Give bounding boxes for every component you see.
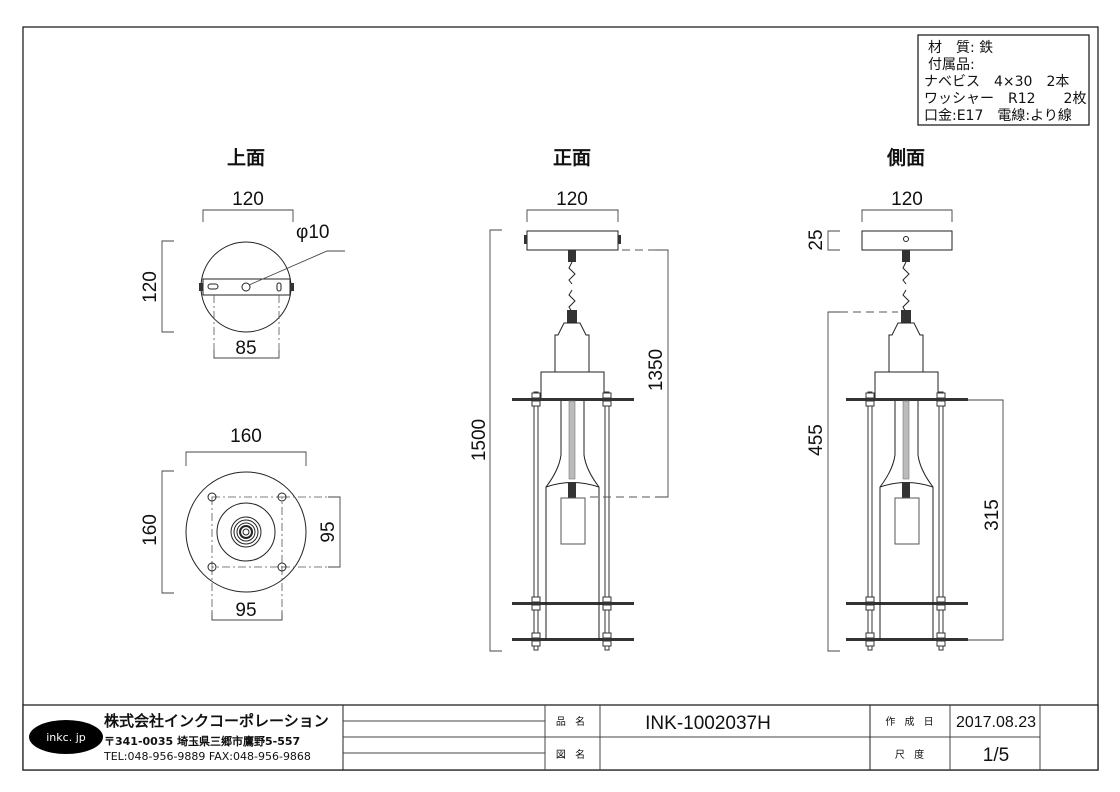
dim-total-height: 1500	[469, 419, 490, 461]
dim-base-width: 160	[230, 426, 262, 447]
top-view-canopy: 120 120 85 φ10	[140, 189, 345, 359]
company-address: 〒341-0035 埼玉県三郷市鷹野5-557	[104, 734, 300, 748]
company-logo	[29, 720, 103, 754]
dim-hole-diameter: φ10	[296, 222, 329, 243]
product-label: 品 名	[556, 715, 588, 728]
dim-hole-pitch: 85	[235, 338, 256, 359]
dim-side-canopy-width: 120	[891, 189, 923, 210]
side-view: 120 25 455 315	[806, 189, 1004, 652]
dim-canopy-thickness: 25	[806, 229, 827, 250]
drawing-name-label: 図 名	[556, 748, 588, 761]
spec-line: ワッシャー R12 2枚	[924, 91, 1086, 107]
title-block: inkc. jp 株式会社インクコーポレーション 〒341-0035 埼玉県三郷…	[22, 704, 1099, 771]
front-view-title: 正面	[553, 147, 591, 169]
date-label: 作 成 日	[885, 716, 936, 728]
top-view-title: 上面	[227, 147, 265, 169]
product-number: INK-1002037H	[645, 713, 771, 734]
logo-text: inkc. jp	[46, 731, 85, 744]
creation-date: 2017.08.23	[956, 714, 1036, 731]
side-view-title: 側面	[886, 147, 925, 169]
dim-canopy-width: 120	[232, 189, 264, 210]
company-contact: TEL:048-956-9889 FAX:048-956-9868	[103, 750, 311, 763]
spec-box: 材 質: 鉄 付属品: ナベビス 4×30 2本 ワッシャー R12 2枚 口金…	[917, 34, 1090, 126]
scale-value: 1/5	[983, 745, 1009, 766]
dim-cord-length: 1350	[646, 349, 667, 391]
dim-front-canopy-width: 120	[556, 189, 588, 210]
dim-body-height: 455	[806, 424, 827, 456]
company-name: 株式会社インクコーポレーション	[104, 712, 329, 730]
spec-line: 付属品:	[928, 57, 975, 73]
scale-label: 尺 度	[895, 748, 927, 761]
front-view: 120 1500 1350	[469, 189, 669, 652]
spec-line: ナベビス 4×30 2本	[924, 74, 1069, 90]
spec-line: 口金:E17 電線:より線	[924, 108, 1072, 124]
dim-canopy-height: 120	[140, 271, 161, 303]
top-view-base: 160 160 95 95	[140, 426, 341, 621]
dim-base-height: 160	[140, 514, 161, 546]
spec-line: 材 質: 鉄	[928, 40, 993, 56]
dim-base-pitch-v: 95	[318, 521, 339, 542]
dim-cage-height: 315	[982, 499, 1003, 531]
dim-base-pitch-h: 95	[235, 600, 256, 621]
